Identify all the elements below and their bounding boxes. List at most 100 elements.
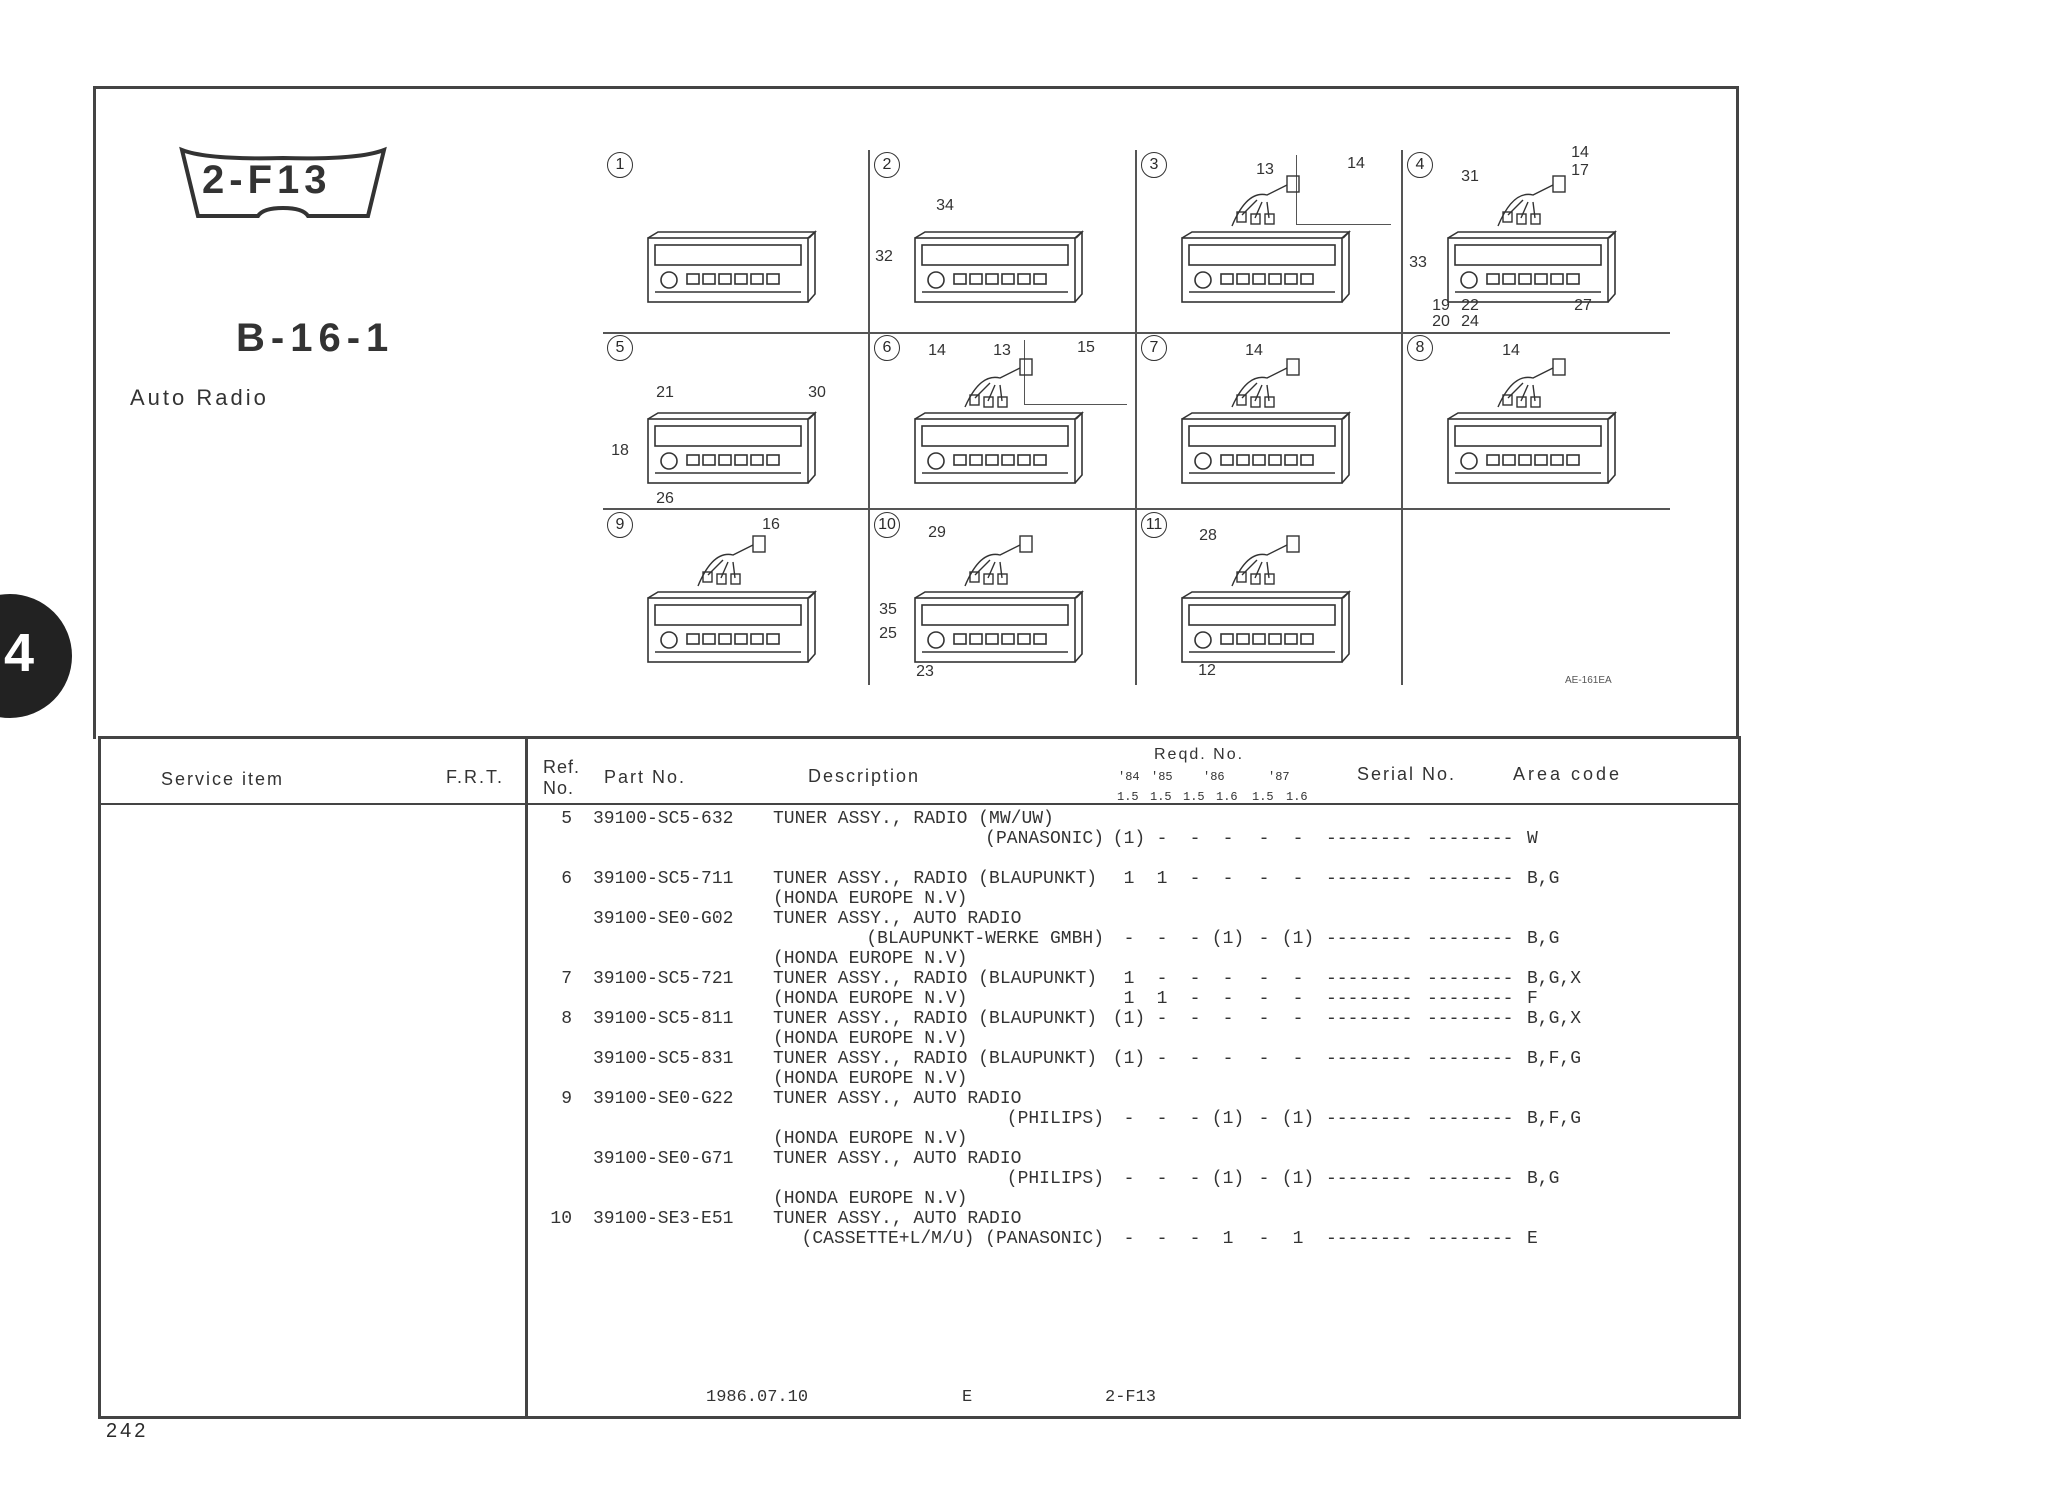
required-quantity: (1) <box>1281 929 1315 949</box>
area-code: B,G <box>1527 929 1560 949</box>
serial-to: -------- <box>1427 829 1514 849</box>
description: (HONDA EUROPE N.V) <box>773 889 968 909</box>
cell-number: 7 <box>1141 335 1167 361</box>
required-quantity: - <box>1189 829 1201 849</box>
required-quantity: - <box>1222 869 1234 889</box>
serial-to: -------- <box>1427 1229 1514 1249</box>
part-callout: 13 <box>993 342 1011 359</box>
section-code-badge: 2-F13 <box>178 146 388 222</box>
part-callout: 34 <box>936 197 954 214</box>
serial-from: -------- <box>1326 1109 1413 1129</box>
header-part-no: Part No. <box>604 767 687 787</box>
area-code: E <box>1527 1229 1538 1249</box>
part-callout: 19 <box>1432 297 1450 314</box>
description: (PANASONIC) <box>985 829 1104 849</box>
table-row: (PHILIPS)---(1)-(1)----------------B,G <box>0 1169 2048 1189</box>
description: TUNER ASSY., RADIO (BLAUPUNKT) <box>773 869 1098 889</box>
area-code: W <box>1527 829 1538 849</box>
header-engine: 1.5 <box>1252 790 1274 804</box>
required-quantity: - <box>1189 1009 1201 1029</box>
badge-outline-icon <box>179 146 387 218</box>
part-number: 39100-SE0-G02 <box>593 909 734 929</box>
footer-section-code: 2-F13 <box>1105 1388 1157 1407</box>
area-code: B,G,X <box>1527 1009 1582 1029</box>
chapter-tab: 4 <box>0 594 72 718</box>
part-number: 39100-SC5-831 <box>593 1049 734 1069</box>
description: (PHILIPS) <box>1006 1109 1104 1129</box>
cell-number: 6 <box>874 335 900 361</box>
required-quantity: - <box>1222 1049 1234 1069</box>
required-quantity: - <box>1156 1229 1168 1249</box>
required-quantity: - <box>1156 969 1168 989</box>
part-callout: 13 <box>1256 161 1274 178</box>
required-quantity: - <box>1189 1169 1201 1189</box>
ref-number: 8 <box>561 1009 572 1029</box>
table-row: (CASSETTE+L/M/U) (PANASONIC)---1-1------… <box>0 1229 2048 1249</box>
required-quantity: - <box>1258 1049 1270 1069</box>
part-callout: 29 <box>928 524 946 541</box>
description: (HONDA EUROPE N.V) <box>773 1129 968 1149</box>
grid-line <box>603 332 1670 334</box>
header-engine: 1.5 <box>1183 790 1205 804</box>
required-quantity: - <box>1222 989 1234 1009</box>
part-number: 39100-SC5-811 <box>593 1009 734 1029</box>
group-title: Auto Radio <box>130 385 269 410</box>
header-reqd-no: Reqd. No. <box>1154 746 1245 763</box>
radio-unit-icon <box>647 535 817 663</box>
table-row: (HONDA EUROPE N.V) <box>0 1069 2048 1089</box>
header-divider <box>98 803 1738 805</box>
required-quantity: - <box>1123 1229 1135 1249</box>
part-callout: 16 <box>762 516 780 533</box>
part-callout: 21 <box>656 384 674 401</box>
header-engine: 1.5 <box>1150 790 1172 804</box>
grid-line <box>1296 155 1297 225</box>
required-quantity: - <box>1189 869 1201 889</box>
part-callout: 24 <box>1461 313 1479 330</box>
required-quantity: - <box>1189 969 1201 989</box>
serial-from: -------- <box>1326 829 1413 849</box>
part-callout: 14 <box>1502 342 1520 359</box>
description: (HONDA EUROPE N.V) <box>773 989 968 1009</box>
grid-line <box>1135 150 1137 685</box>
part-callout: 28 <box>1199 527 1217 544</box>
area-code: B,G <box>1527 1169 1560 1189</box>
ref-number: 5 <box>561 809 572 829</box>
ref-number: 10 <box>550 1209 572 1229</box>
header-year: '85 <box>1151 770 1173 784</box>
chapter-tab-number: 4 <box>4 623 35 683</box>
table-row: (HONDA EUROPE N.V) <box>0 1189 2048 1209</box>
serial-to: -------- <box>1427 929 1514 949</box>
page-number: 242 <box>106 1420 149 1442</box>
table-row: (HONDA EUROPE N.V) <box>0 949 2048 969</box>
part-callout: 22 <box>1461 297 1479 314</box>
description: (HONDA EUROPE N.V) <box>773 949 968 969</box>
area-code: B,F,G <box>1527 1049 1582 1069</box>
serial-to: -------- <box>1427 989 1514 1009</box>
header-serial-no: Serial No. <box>1357 764 1457 784</box>
required-quantity: - <box>1292 1009 1304 1029</box>
grid-line <box>1296 224 1391 225</box>
serial-from: -------- <box>1326 929 1413 949</box>
required-quantity: - <box>1156 1169 1168 1189</box>
description: (CASSETTE+L/M/U) (PANASONIC) <box>801 1229 1104 1249</box>
serial-to: -------- <box>1427 1169 1514 1189</box>
cell-number: 9 <box>607 512 633 538</box>
serial-from: -------- <box>1326 969 1413 989</box>
part-callout: 23 <box>916 663 934 680</box>
group-code: B-16-1 <box>236 316 395 360</box>
footer-date: 1986.07.10 <box>706 1388 809 1407</box>
required-quantity: - <box>1292 829 1304 849</box>
serial-from: -------- <box>1326 989 1413 1009</box>
required-quantity: - <box>1258 1109 1270 1129</box>
header-frt: F.R.T. <box>446 767 505 787</box>
